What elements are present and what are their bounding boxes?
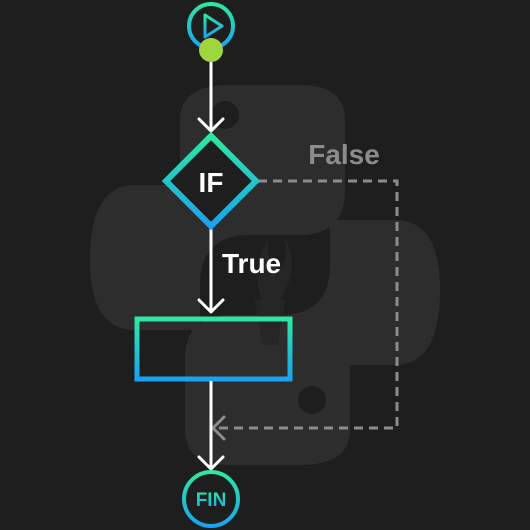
start-connector-dot xyxy=(199,38,223,62)
true-label: True xyxy=(222,248,281,279)
false-branch-arrowhead-icon xyxy=(211,415,226,441)
false-label: False xyxy=(308,139,380,170)
arrowhead-icon xyxy=(197,298,225,314)
false-branch-edge xyxy=(213,179,399,430)
torch-icon xyxy=(255,235,292,345)
decision-node[interactable] xyxy=(161,131,261,231)
end-label: FIN xyxy=(196,490,227,511)
arrowhead-icon xyxy=(197,117,225,133)
arrowhead-icon xyxy=(197,455,225,471)
decision-label: IF xyxy=(199,167,224,198)
process-node[interactable] xyxy=(134,316,293,382)
end-node[interactable] xyxy=(182,470,240,528)
play-icon xyxy=(203,13,224,39)
